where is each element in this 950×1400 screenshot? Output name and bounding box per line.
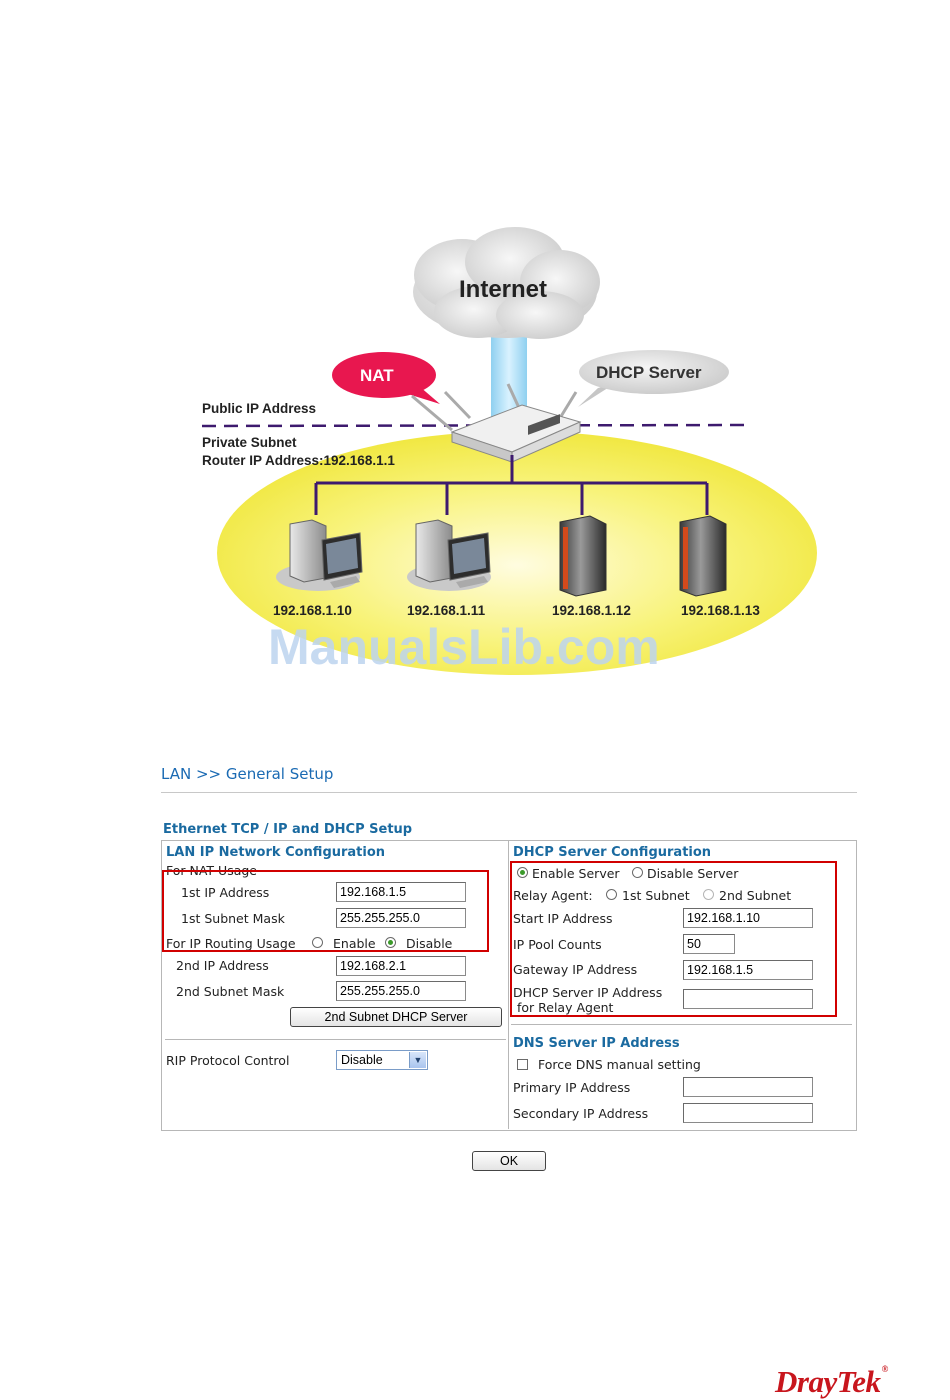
pc-icon — [407, 519, 491, 591]
nat-label: NAT — [360, 366, 394, 385]
dhcp-section-divider — [511, 1024, 852, 1025]
relay-2nd-subnet-radio[interactable] — [703, 889, 714, 900]
second-subnet-dhcp-button[interactable]: 2nd Subnet DHCP Server — [290, 1007, 502, 1027]
dns-title: DNS Server IP Address — [513, 1036, 680, 1051]
secondary-dns-label: Secondary IP Address — [513, 1106, 649, 1121]
mask1-input[interactable] — [336, 908, 466, 928]
uplink-beam — [491, 332, 527, 418]
breadcrumb: LAN >> General Setup — [161, 765, 334, 783]
pc-icon — [276, 519, 363, 591]
header-divider — [161, 792, 857, 793]
relay-server-ip-label: DHCP Server IP Address — [513, 985, 663, 1000]
relay-server-ip-label-line2: for Relay Agent — [513, 1000, 614, 1015]
primary-dns-input[interactable] — [683, 1077, 813, 1097]
dhcp-config-title: DHCP Server Configuration — [513, 845, 712, 860]
mask2-input[interactable] — [336, 981, 466, 1001]
dhcp-bubble — [578, 350, 729, 407]
disable-server-radio[interactable] — [632, 867, 643, 878]
internet-label: Internet — [459, 276, 547, 303]
force-dns-label: Force DNS manual setting — [538, 1057, 701, 1072]
routing-enable-label: Enable — [333, 936, 376, 951]
section-title: Ethernet TCP / IP and DHCP Setup — [163, 822, 413, 837]
enable-server-radio[interactable] — [517, 867, 528, 878]
server-icon — [559, 515, 607, 597]
host-ip-label: 192.168.1.13 — [681, 603, 760, 618]
chevron-down-icon[interactable]: ▼ — [409, 1052, 426, 1068]
mask2-label: 2nd Subnet Mask — [176, 984, 285, 999]
trademark-mark: ® — [881, 1364, 889, 1374]
ip1-label: 1st IP Address — [181, 885, 270, 900]
draytek-logo: DrayTek® — [775, 1364, 888, 1400]
router-ip-label: Router IP Address:192.168.1.1 — [202, 453, 395, 468]
private-subnet-area — [217, 431, 817, 675]
internet-cloud — [413, 227, 600, 339]
relay-agent-label: Relay Agent: — [513, 888, 593, 903]
secondary-dns-input[interactable] — [683, 1103, 813, 1123]
host-ip-label: 192.168.1.12 — [552, 603, 631, 618]
lan-section-divider — [165, 1039, 506, 1040]
rip-select[interactable]: Disable ▼ — [336, 1050, 428, 1070]
highlight-box-lan — [162, 870, 489, 952]
rip-label: RIP Protocol Control — [166, 1053, 290, 1068]
rip-select-value: Disable — [341, 1053, 383, 1067]
ip2-input[interactable] — [336, 956, 466, 976]
setup-panel — [161, 840, 857, 1131]
relay-1st-subnet-radio[interactable] — [606, 889, 617, 900]
start-ip-input[interactable] — [683, 908, 813, 928]
routing-disable-label: Disable — [406, 936, 453, 951]
lan-config-title: LAN IP Network Configuration — [166, 845, 386, 860]
host-ip-label: 192.168.1.10 — [273, 603, 352, 618]
gateway-ip-label: Gateway IP Address — [513, 962, 638, 977]
routing-usage-label: For IP Routing Usage — [166, 936, 296, 951]
private-subnet-label: Private Subnet — [202, 435, 297, 450]
watermark: ManualsLib.com — [268, 619, 660, 675]
pool-count-input[interactable] — [683, 934, 735, 954]
router-icon — [411, 383, 582, 463]
panel-divider — [508, 841, 509, 1129]
start-ip-label: Start IP Address — [513, 911, 613, 926]
routing-enable-radio[interactable] — [312, 937, 323, 948]
public-ip-label: Public IP Address — [202, 401, 316, 416]
force-dns-checkbox[interactable] — [517, 1059, 528, 1070]
host-ip-label: 192.168.1.11 — [407, 603, 486, 618]
disable-server-label: Disable Server — [647, 866, 739, 881]
nat-bubble — [332, 352, 440, 404]
lan-wiring — [314, 455, 709, 515]
pool-count-label: IP Pool Counts — [513, 937, 602, 952]
relay-1st-subnet-label: 1st Subnet — [622, 888, 690, 903]
mask1-label: 1st Subnet Mask — [181, 911, 285, 926]
enable-server-label: Enable Server — [532, 866, 620, 881]
ok-button[interactable]: OK — [472, 1151, 546, 1171]
ip1-input[interactable] — [336, 882, 466, 902]
ip2-label: 2nd IP Address — [176, 958, 269, 973]
relay-server-ip-input[interactable] — [683, 989, 813, 1009]
primary-dns-label: Primary IP Address — [513, 1080, 631, 1095]
relay-2nd-subnet-label: 2nd Subnet — [719, 888, 792, 903]
highlight-box-dhcp — [510, 861, 837, 1017]
gateway-ip-input[interactable] — [683, 960, 813, 980]
network-diagram: Internet NAT DHCP Server Public IP Addre… — [201, 227, 817, 675]
server-icon — [679, 515, 727, 597]
routing-disable-radio[interactable] — [385, 937, 396, 948]
dhcp-server-label: DHCP Server — [596, 363, 702, 382]
logo-text: DrayTek — [775, 1364, 881, 1399]
